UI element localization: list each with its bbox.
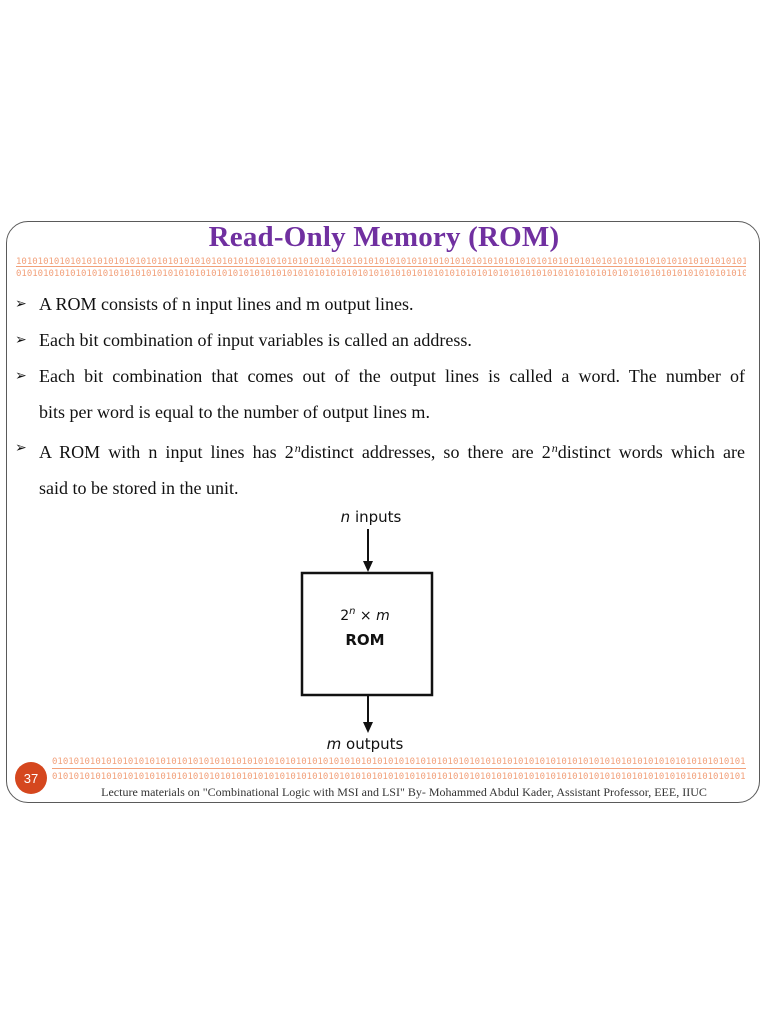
bullet-4-part-3: distinct words which are: [557, 442, 745, 462]
exponent-n: n: [551, 441, 558, 455]
bullet-4-part-1: A ROM with n input lines has 2: [39, 442, 294, 462]
bullet-1: ➢ A ROM consists of n input lines and m …: [15, 286, 745, 322]
footer-credit: Lecture materials on "Combinational Logi…: [101, 785, 707, 799]
bullet-4-part-2: distinct addresses, so there are 2: [300, 442, 551, 462]
bullet-4-line-2: said to be stored in the unit.: [39, 478, 239, 498]
binary-band-bottom-1: 0101010101010101010101010101010101010101…: [52, 757, 746, 767]
binary-band-top-2: 0101010101010101010101010101010101010101…: [16, 269, 746, 279]
slide-number-badge: 37: [15, 762, 47, 794]
bullet-4-line-1: A ROM with n input lines has 2ndistinct …: [39, 430, 745, 470]
bullet-1-text: A ROM consists of n input lines and m ou…: [39, 294, 414, 314]
slide-frame: [6, 221, 760, 803]
bullet-3-line-2: bits per word is equal to the number of …: [39, 402, 430, 422]
bullet-2-text: Each bit combination of input variables …: [39, 330, 472, 350]
binary-band-bottom-2: 0101010101010101010101010101010101010101…: [52, 772, 746, 782]
bullet-2: ➢ Each bit combination of input variable…: [15, 322, 745, 358]
bullet-3-line-1: Each bit combination that comes out of t…: [39, 366, 745, 386]
bullet-arrow-icon: ➢: [15, 368, 27, 384]
divider-top: [16, 266, 746, 267]
bullet-3: ➢ Each bit combination that comes out of…: [15, 358, 745, 430]
bullet-arrow-icon: ➢: [15, 296, 27, 312]
bullet-4: ➢ A ROM with n input lines has 2ndistinc…: [15, 430, 745, 506]
bullet-arrow-icon: ➢: [15, 440, 27, 456]
binary-band-top-1: 1010101010101010101010101010101010101010…: [16, 257, 746, 267]
bullet-list: ➢ A ROM consists of n input lines and m …: [15, 286, 745, 506]
exponent-n: n: [294, 441, 301, 455]
slide-title: Read-Only Memory (ROM): [208, 221, 560, 253]
bullet-arrow-icon: ➢: [15, 332, 27, 348]
divider-bottom: [52, 768, 746, 769]
